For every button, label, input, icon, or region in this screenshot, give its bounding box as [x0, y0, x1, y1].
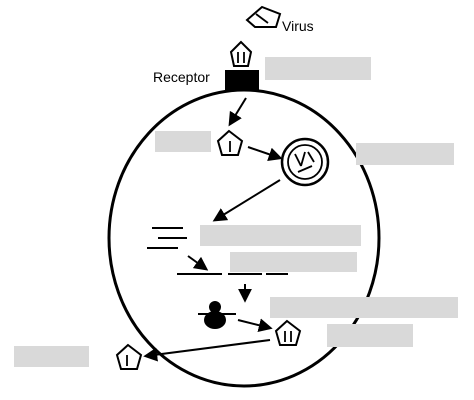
ribosome-icon	[198, 301, 236, 329]
blank-label-box[interactable]	[230, 252, 357, 272]
blank-label-box[interactable]	[270, 297, 458, 318]
free-virus-icon	[245, 5, 282, 28]
viral-genome-strands	[147, 227, 187, 249]
genome-release-arrow	[212, 179, 281, 222]
virus-label: Virus	[282, 18, 314, 34]
new-virus-icon	[274, 319, 302, 346]
blank-label-box[interactable]	[155, 131, 211, 152]
blank-label-box[interactable]	[265, 57, 371, 80]
blank-label-box[interactable]	[200, 225, 361, 246]
transcription-arrow	[187, 255, 209, 271]
entry-arrow	[228, 97, 247, 127]
internalized-virus-icon	[216, 129, 244, 156]
receptor	[225, 70, 259, 90]
attached-virus-icon	[229, 40, 253, 67]
uncoating-arrow	[247, 146, 283, 161]
blank-label-box[interactable]	[327, 324, 413, 347]
release-arrow	[143, 339, 271, 362]
blank-label-box[interactable]	[14, 346, 89, 367]
released-virus-icon	[115, 343, 143, 370]
uncoating-vesicle-icon	[280, 137, 330, 187]
assembly-arrow	[237, 318, 273, 333]
blank-label-box[interactable]	[356, 143, 454, 165]
receptor-label: Receptor	[153, 69, 210, 85]
